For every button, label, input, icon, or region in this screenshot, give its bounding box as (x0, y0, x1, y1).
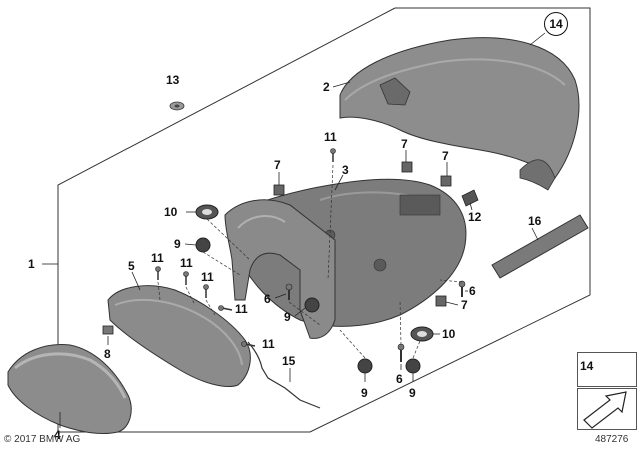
callout-11c: 11 (180, 256, 193, 270)
part-buffer-3 (357, 358, 373, 374)
callout-10a: 10 (164, 205, 178, 219)
part-latch (461, 189, 479, 207)
callout-3: 3 (342, 163, 349, 177)
arrow-icon (583, 391, 627, 429)
part-bolt-6b (458, 280, 466, 297)
callout-6a: 6 (264, 292, 271, 306)
callout-15: 15 (282, 354, 296, 368)
callout-9b: 9 (284, 310, 291, 324)
part-grommet-lower (410, 326, 434, 342)
part-screw-11a (330, 148, 336, 162)
diagram-number: 487276 (595, 434, 629, 445)
part-screw-11d (203, 284, 209, 298)
callout-11e: 11 (235, 302, 248, 316)
leader-14 (529, 32, 546, 46)
callout-9a: 9 (174, 237, 181, 251)
reference-box-logo (577, 352, 637, 387)
callout-7a: 7 (274, 158, 281, 172)
callout-7b: 7 (401, 137, 408, 151)
callout-11b: 11 (151, 251, 164, 265)
callout-14-circled: 14 (544, 12, 568, 36)
callout-11d: 11 (201, 270, 214, 284)
part-buffer-4 (405, 358, 421, 374)
callout-7d: 7 (461, 298, 468, 312)
part-nut (102, 325, 114, 335)
callout-11f: 11 (262, 337, 275, 351)
part-clip-4 (435, 295, 447, 307)
reference-box-arrow (577, 388, 637, 430)
callout-12: 12 (468, 210, 482, 224)
leader-9a (184, 243, 197, 246)
callout-6c: 6 (396, 372, 403, 386)
callout-16: 16 (528, 214, 542, 228)
callout-5: 5 (128, 259, 135, 273)
callout-6b: 6 (469, 284, 476, 298)
part-cable (247, 341, 321, 409)
part-strip (491, 214, 589, 279)
part-screw-11e (218, 305, 233, 311)
part-buffer-1 (195, 237, 211, 253)
leader-7d (445, 301, 459, 306)
leader-3 (334, 174, 344, 191)
leader-16 (531, 227, 539, 241)
washer-hole (174, 104, 180, 108)
assembly-frame (57, 7, 591, 433)
callout-2: 2 (323, 80, 330, 94)
callout-13: 13 (166, 73, 180, 87)
part-screw-11b (155, 266, 161, 280)
leader-6a (274, 293, 287, 299)
part-buffer-2 (304, 297, 320, 313)
callout-4: 4 (54, 428, 61, 442)
part-bolt-6c (397, 343, 405, 362)
callout-9d: 9 (409, 386, 416, 400)
part-clip-3 (440, 175, 452, 187)
callout-8: 8 (104, 347, 111, 361)
part-clip-1 (273, 184, 285, 196)
part-seat-cover (339, 37, 580, 191)
callout-9c: 9 (361, 386, 368, 400)
leader-5 (131, 271, 141, 291)
assembly-dash-lines (157, 164, 463, 359)
part-bolt-6a (285, 283, 293, 300)
part-seat-pad (7, 343, 132, 435)
part-tail-carrier (107, 285, 251, 387)
copyright-text: © 2017 BMW AG (4, 434, 81, 445)
part-clip-2 (401, 161, 413, 173)
leader-2 (332, 81, 351, 88)
part-grommet-upper (195, 204, 219, 220)
callout-10b: 10 (442, 327, 456, 341)
part-screw-11c (183, 271, 189, 285)
callout-11a: 11 (324, 130, 337, 144)
leader-12 (469, 202, 473, 211)
leader-9b (294, 307, 306, 317)
callout-7c: 7 (442, 149, 449, 163)
reference-box-label: 14 (580, 359, 594, 373)
callout-1: 1 (28, 257, 35, 271)
